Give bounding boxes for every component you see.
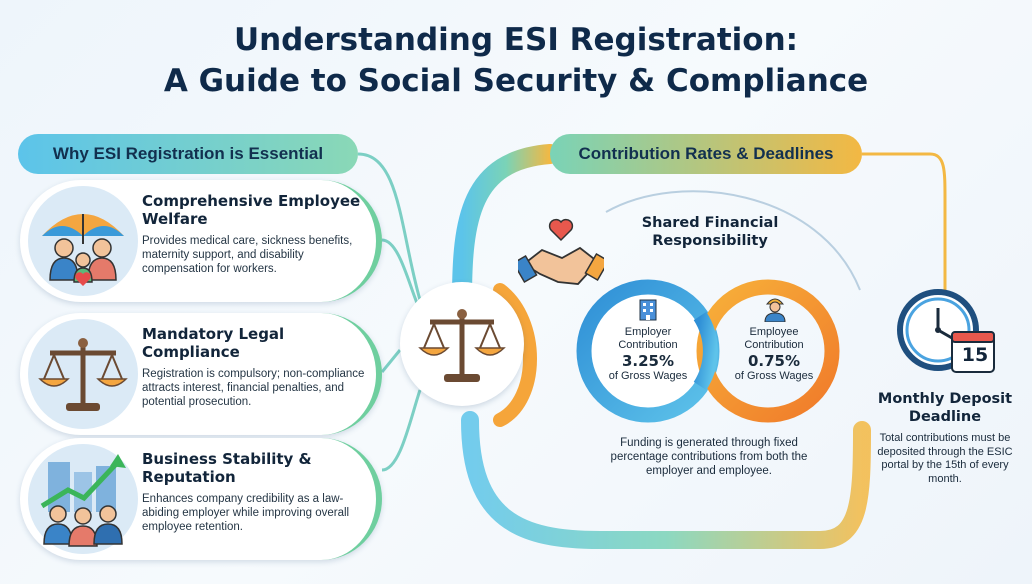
- funding-note: Funding is generated through fixed perce…: [610, 437, 808, 477]
- page-title: Understanding ESI Registration: A Guide …: [0, 20, 1032, 102]
- employer-basis: of Gross Wages: [608, 370, 688, 382]
- center-scales-badge: [400, 282, 524, 406]
- office-building-icon: [639, 299, 657, 321]
- clock-calendar-icon: [897, 289, 995, 373]
- card-description: Provides medical care, sickness benefits…: [142, 235, 353, 275]
- handshake-heart-icon: [518, 218, 604, 285]
- shared-responsibility-title: Shared Financial Responsibility: [641, 215, 779, 249]
- worker-icon: [764, 298, 786, 322]
- scales-icon: [418, 309, 506, 382]
- flow-band: [452, 144, 560, 310]
- employee-label: Employee Contribution: [744, 326, 804, 351]
- employer-label: Employer Contribution: [618, 326, 678, 351]
- deadline-title: Monthly Deposit Deadline: [877, 391, 1013, 425]
- connector-top: [357, 152, 422, 301]
- scales-icon: [28, 319, 138, 429]
- growth-team-icon: [28, 444, 138, 554]
- employer-rate: 3.25%: [621, 352, 675, 370]
- title-line-2: A Guide to Social Security & Compliance: [163, 63, 869, 99]
- thin-arc: [605, 190, 861, 291]
- flow-band-outer: [461, 411, 871, 549]
- employer-contribution: Employer Contribution 3.25% of Gross Wag…: [606, 326, 690, 383]
- orange-arc-center: [493, 283, 537, 427]
- card-description: Enhances company credibility as a law-ab…: [142, 493, 350, 533]
- deadline-description: Total contributions must be deposited th…: [877, 432, 1013, 485]
- card-title: Mandatory Legal Compliance: [142, 325, 285, 361]
- employer-ring-overlap: [693, 311, 718, 391]
- employee-rate: 0.75%: [747, 352, 801, 370]
- connector-card3: [381, 389, 422, 472]
- connector-clock: [862, 152, 947, 290]
- card-employee-welfare: Comprehensive Employee Welfare Provides …: [20, 180, 382, 302]
- card-title: Business Stability & Reputation: [142, 450, 312, 486]
- family-umbrella-icon: [28, 186, 138, 296]
- right-section-heading: Contribution Rates & Deadlines: [550, 134, 862, 174]
- card-description: Registration is compulsory; non-complian…: [142, 368, 365, 408]
- left-section-heading: Why ESI Registration is Essential: [18, 134, 358, 174]
- employee-contribution: Employee Contribution 0.75% of Gross Wag…: [732, 326, 816, 383]
- title-line-1: Understanding ESI Registration:: [233, 22, 799, 58]
- employee-basis: of Gross Wages: [734, 370, 814, 382]
- connector-card2: [380, 349, 402, 373]
- card-title: Comprehensive Employee Welfare: [142, 192, 361, 228]
- card-legal-compliance: Mandatory Legal Compliance Registration …: [20, 313, 382, 435]
- card-business-stability: Business Stability & Reputation Enhances…: [20, 438, 382, 560]
- calendar-day: 15: [961, 344, 989, 366]
